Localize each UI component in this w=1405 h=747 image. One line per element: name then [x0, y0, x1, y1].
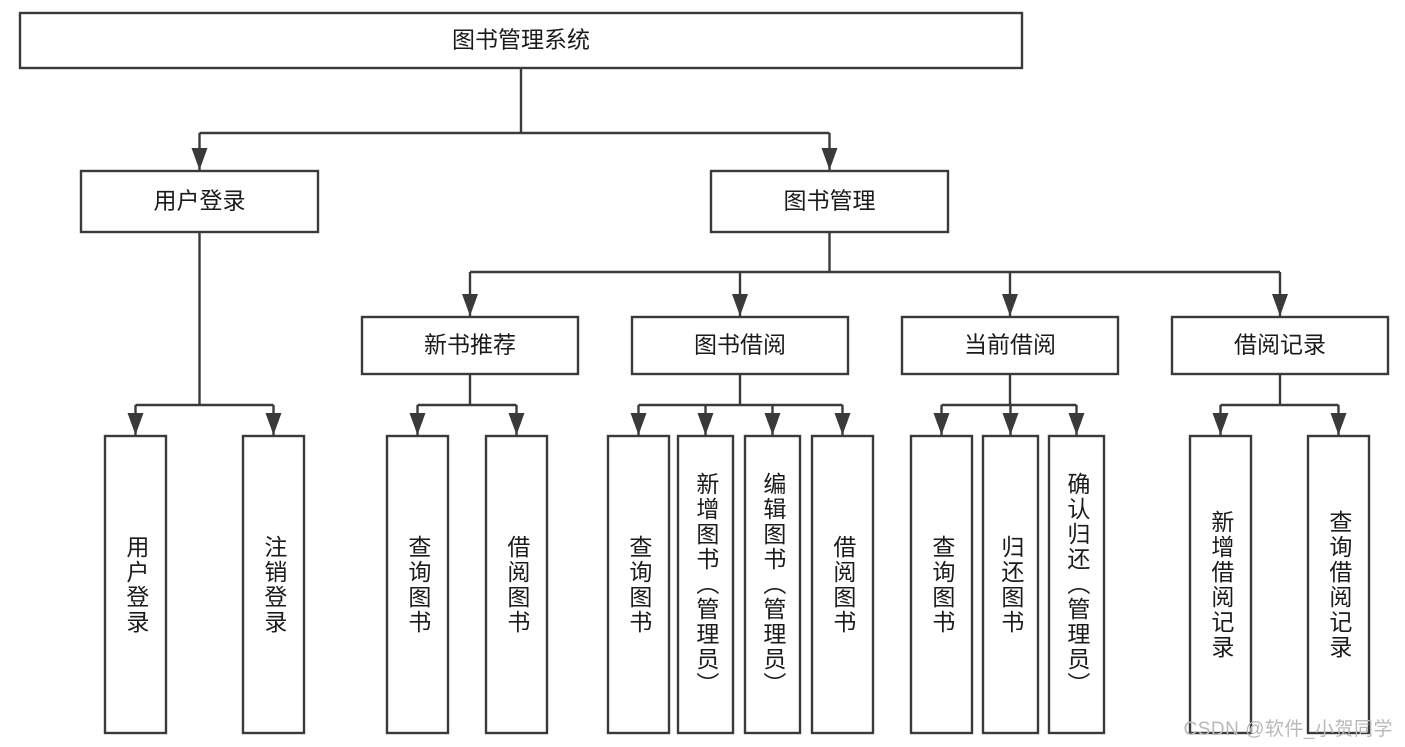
arrow-head-new-book-recommend — [462, 294, 478, 316]
arrow-head-current-borrow — [1002, 294, 1018, 316]
node-label-leaf-user-login: 用户登录 — [122, 534, 149, 635]
node-box-leaf-query-record[interactable] — [1306, 434, 1371, 735]
node-label-leaf-borrow-book-1: 借阅图书 — [503, 534, 530, 635]
node-label-new-book-recommend: 新书推荐 — [424, 332, 516, 358]
node-label-leaf-add-book: 新增图书（管理员） — [692, 472, 719, 697]
arrow-head-borrow-record — [1272, 294, 1288, 316]
arrow-head-leaf-edit-book — [764, 413, 781, 435]
arrow-head-leaf-add-record — [1212, 413, 1229, 435]
arrow-head-user-login — [191, 148, 208, 170]
node-box-user-login[interactable] — [79, 169, 320, 234]
arrow-head-leaf-confirm-return — [1068, 413, 1085, 435]
node-label-leaf-query-book-3: 查询图书 — [928, 534, 955, 635]
node-box-leaf-confirm-return[interactable] — [1047, 434, 1106, 735]
node-label-leaf-borrow-book-2: 借阅图书 — [829, 534, 856, 635]
arrow-head-leaf-query-book-2 — [630, 413, 647, 435]
node-box-leaf-logout[interactable] — [241, 434, 306, 735]
node-box-current-borrow[interactable] — [900, 315, 1120, 376]
node-label-leaf-add-record: 新增借阅记录 — [1207, 509, 1234, 660]
arrow-head-leaf-borrow-book-1 — [508, 413, 525, 435]
connectors-layer — [127, 68, 1347, 435]
node-box-leaf-user-login[interactable] — [103, 434, 168, 735]
node-box-leaf-query-book-2[interactable] — [606, 434, 671, 735]
arrow-head-leaf-borrow-book-2 — [834, 413, 851, 435]
arrow-head-leaf-query-record — [1330, 413, 1347, 435]
node-box-leaf-query-book-1[interactable] — [385, 434, 450, 735]
node-label-leaf-edit-book: 编辑图书（管理员） — [759, 472, 786, 697]
node-box-borrow-record[interactable] — [1170, 315, 1390, 376]
arrow-head-leaf-user-login — [127, 413, 144, 435]
node-box-leaf-borrow-book-1[interactable] — [484, 434, 549, 735]
arrow-head-leaf-query-book-1 — [409, 413, 426, 435]
node-box-leaf-add-record[interactable] — [1188, 434, 1253, 735]
node-label-leaf-return-book: 归还图书 — [997, 534, 1024, 635]
node-label-book-management: 图书管理 — [784, 188, 876, 214]
node-label-leaf-query-record: 查询借阅记录 — [1325, 509, 1352, 660]
node-box-leaf-borrow-book-2[interactable] — [810, 434, 875, 735]
node-label-user-login: 用户登录 — [154, 188, 246, 214]
arrow-head-leaf-return-book — [1002, 413, 1019, 435]
arrow-head-leaf-query-book-3 — [933, 413, 950, 435]
node-box-book-borrow[interactable] — [630, 315, 850, 376]
node-box-leaf-return-book[interactable] — [981, 434, 1040, 735]
node-box-leaf-query-book-3[interactable] — [909, 434, 974, 735]
node-label-leaf-query-book-1: 查询图书 — [404, 534, 431, 635]
node-box-leaf-edit-book[interactable] — [743, 434, 802, 735]
node-label-leaf-logout: 注销登录 — [260, 534, 287, 635]
arrow-head-leaf-logout — [265, 413, 282, 435]
boxes-layer — [18, 11, 1390, 735]
arrow-head-leaf-add-book — [697, 413, 714, 435]
node-label-leaf-confirm-return: 确认归还（管理员） — [1063, 472, 1090, 697]
node-box-root[interactable] — [18, 11, 1024, 70]
node-box-book-management[interactable] — [709, 169, 950, 234]
node-label-leaf-query-book-2: 查询图书 — [625, 534, 652, 635]
node-label-borrow-record: 借阅记录 — [1234, 332, 1326, 358]
node-box-new-book-recommend[interactable] — [360, 315, 580, 376]
node-box-leaf-add-book[interactable] — [676, 434, 735, 735]
arrow-head-book-borrow — [732, 294, 748, 316]
arrow-head-book-management — [821, 148, 838, 170]
node-label-book-borrow: 图书借阅 — [694, 332, 786, 358]
node-label-root: 图书管理系统 — [452, 27, 590, 53]
node-label-current-borrow: 当前借阅 — [964, 332, 1056, 358]
